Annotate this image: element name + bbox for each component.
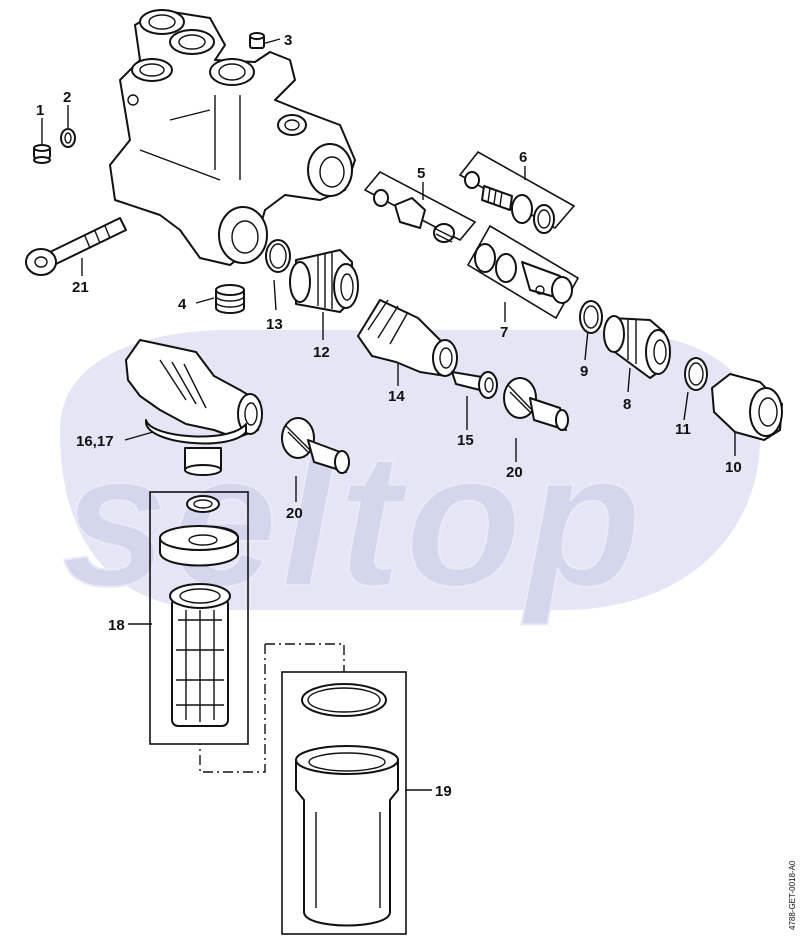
callout-labels: 1 2 3 4 5 6 7 8 9 10 11 12 13 14 15 16,1… (36, 32, 742, 800)
part-20-coupling-right (503, 377, 569, 431)
callout-12: 12 (313, 344, 330, 361)
callout-16-17: 16,17 (76, 433, 114, 450)
part-9-o-ring (579, 300, 603, 334)
callout-21: 21 (72, 279, 89, 296)
callout-8: 8 (623, 396, 631, 413)
callout-18: 18 (108, 617, 125, 634)
callout-5: 5 (417, 165, 425, 182)
part-2-washer (60, 128, 76, 148)
part-7-kit (466, 224, 580, 320)
callout-10: 10 (725, 459, 742, 476)
part-12-nipple (289, 249, 359, 313)
callout-14: 14 (388, 388, 405, 405)
callout-15: 15 (457, 432, 474, 449)
callout-11: 11 (675, 421, 691, 438)
watermark-text: seltop (62, 414, 646, 626)
part-10-nut (711, 373, 783, 441)
part-5-kit (363, 170, 477, 243)
part-18-filter-kit (149, 491, 249, 745)
callout-6: 6 (519, 149, 527, 166)
part-16-17-filter-head (125, 339, 263, 476)
part-13-o-ring (265, 239, 291, 273)
part-6-kit (458, 150, 576, 234)
callout-19: 19 (435, 783, 452, 800)
callout-4: 4 (178, 296, 187, 313)
part-11-o-ring (684, 357, 708, 391)
part-1-screw (33, 144, 51, 164)
part-19-bowl (199, 643, 407, 935)
part-8-nipple (603, 315, 671, 379)
callout-20-right: 20 (506, 464, 523, 481)
callout-1: 1 (36, 102, 44, 119)
valve-body (109, 9, 356, 266)
part-4-bushing (215, 284, 245, 314)
part-14-connector (357, 299, 458, 377)
part-21-bolt (25, 217, 127, 276)
part-20-coupling-left (281, 417, 350, 474)
drawing-code: 4788-GET-0018-A0 (788, 860, 797, 930)
part-15-sieve (451, 371, 498, 399)
callout-2: 2 (63, 89, 71, 106)
callout-20-left: 20 (286, 505, 303, 522)
callout-3: 3 (284, 32, 292, 49)
callout-9: 9 (580, 363, 588, 380)
callout-13: 13 (266, 316, 283, 333)
part-3-plug (249, 32, 265, 49)
callout-7: 7 (500, 324, 508, 341)
